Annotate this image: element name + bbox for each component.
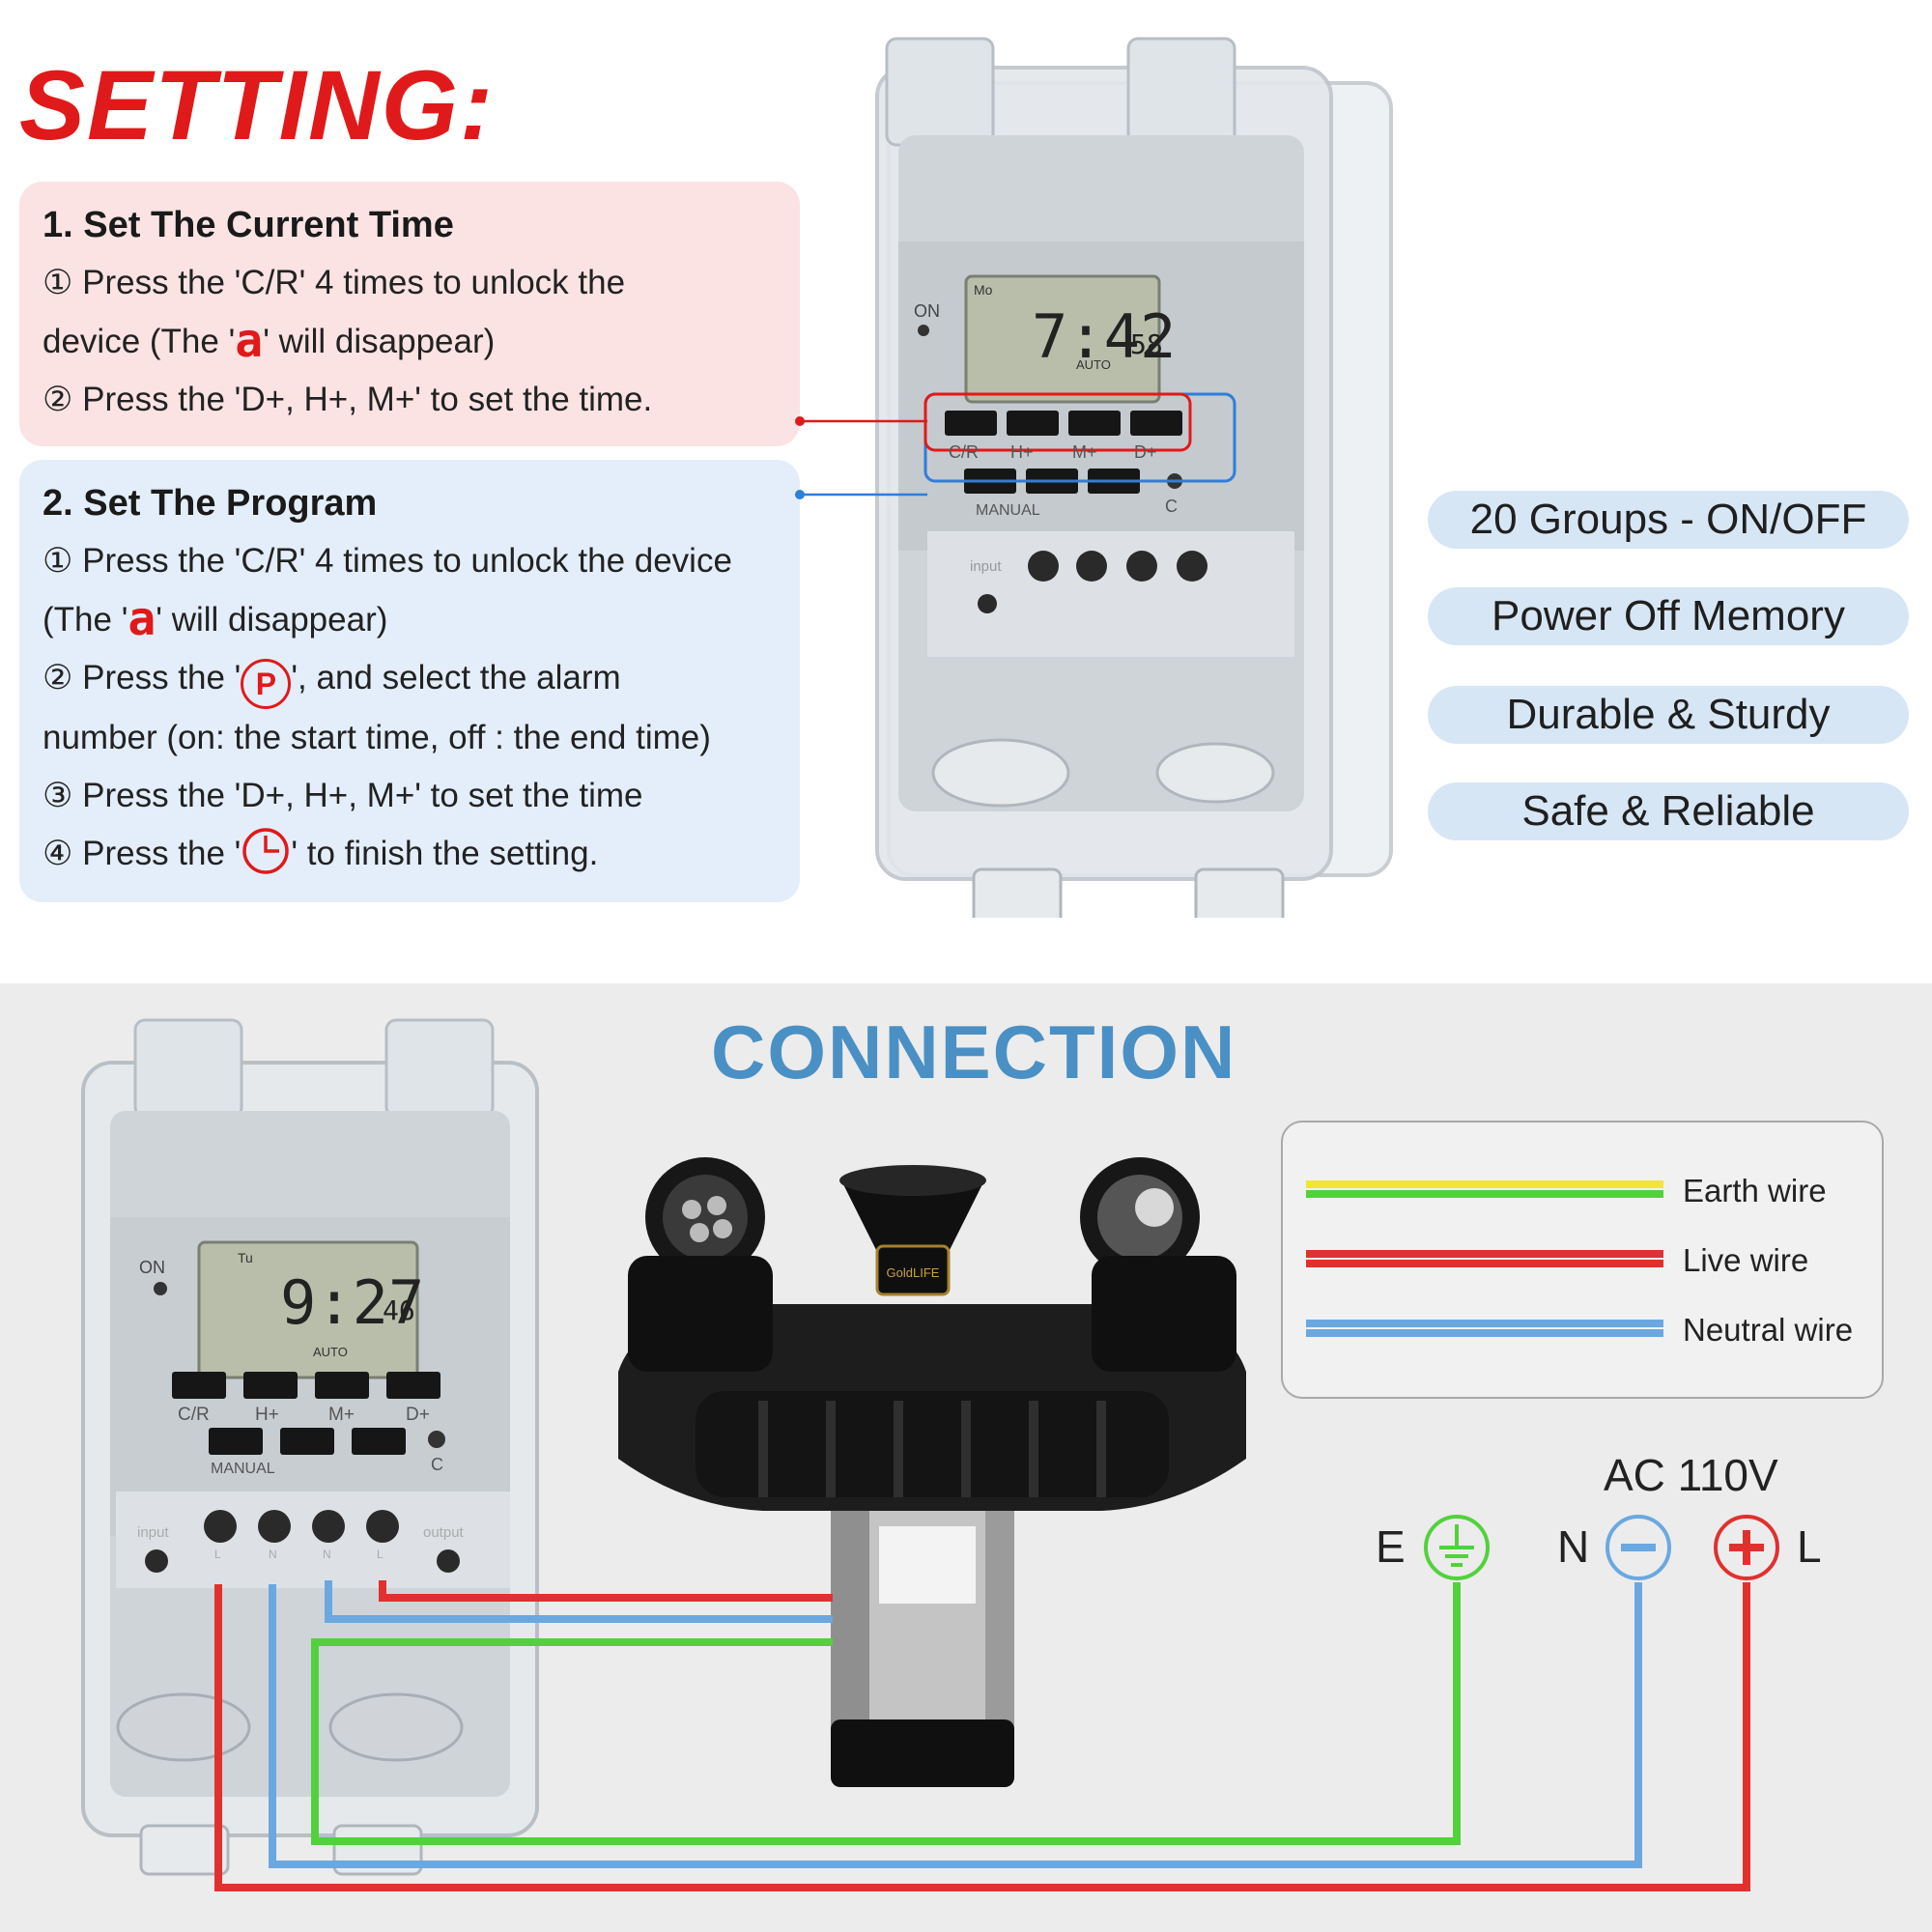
step-text-part: ② Press the ' bbox=[43, 659, 242, 696]
step-text: ③ Press the 'D+, H+, M+' to set the time bbox=[43, 777, 643, 814]
step-text-part: device (The ' bbox=[43, 323, 236, 360]
panel-title: 1. Set The Current Time bbox=[43, 205, 454, 245]
pump-brand-text: GoldLIFE bbox=[887, 1265, 940, 1280]
legend-live-label: Live wire bbox=[1683, 1242, 1809, 1278]
panel-title: 2. Set The Program bbox=[43, 483, 378, 524]
lcd-seconds: 46 bbox=[383, 1294, 415, 1326]
live-plus-icon bbox=[1714, 1515, 1779, 1580]
input-label: input bbox=[137, 1524, 169, 1541]
step-text: ① Press the 'C/R' 4 times to unlock the bbox=[43, 264, 626, 301]
wire-legend: Earth wire Live wire Neutral wire bbox=[1281, 1121, 1884, 1399]
lcd-time: 7:42 bbox=[1032, 301, 1177, 372]
unlock-indicator-icon: a bbox=[235, 314, 264, 368]
step-text-line: ② Press the 'P', and select the alarm bbox=[43, 649, 777, 709]
step-text-line: ④ Press the ' ' to finish the setting. bbox=[43, 825, 777, 883]
button-label-d: D+ bbox=[406, 1405, 430, 1425]
on-label: ON bbox=[914, 301, 940, 321]
legend-swatches bbox=[1306, 1180, 1663, 1337]
lcd-day: Mo bbox=[974, 282, 993, 298]
manual-label: MANUAL bbox=[211, 1461, 275, 1477]
step-text-line: device (The 'a' will disappear) bbox=[43, 312, 777, 371]
ac-supply-label: AC 110V bbox=[1604, 1450, 1778, 1500]
pump-graphic: GoldLIFE bbox=[618, 1157, 1246, 1787]
connection-title: CONNECTION bbox=[711, 1009, 1237, 1094]
step-text-part: ' will disappear) bbox=[263, 323, 496, 360]
lcd-time: 9:27 bbox=[280, 1267, 425, 1338]
step-text-part: ', and select the alarm bbox=[291, 659, 621, 696]
step-text: ① Press the 'C/R' 4 times to unlock the … bbox=[43, 542, 732, 580]
terminal-mark: N bbox=[269, 1548, 277, 1561]
step-text-part: ' to finish the setting. bbox=[291, 835, 599, 872]
program-button-icon: P bbox=[241, 659, 292, 709]
earth-terminal-label: E bbox=[1376, 1521, 1406, 1572]
input-label: input bbox=[970, 558, 1002, 575]
terminal-mark: L bbox=[214, 1548, 221, 1561]
terminal-mark: L bbox=[377, 1548, 384, 1561]
button-label-cr: C/R bbox=[178, 1405, 210, 1425]
lcd-auto: AUTO bbox=[313, 1345, 348, 1359]
timer-enclosure-bottom bbox=[81, 1018, 539, 1876]
button-label-d: D+ bbox=[1134, 442, 1157, 462]
button-label-h: H+ bbox=[1010, 442, 1034, 462]
timer-device-top: ON Mo 7:42 58 AUTO C/R H+ M+ D+ MANUAL C… bbox=[838, 29, 1399, 929]
legend-earth-label: Earth wire bbox=[1683, 1173, 1827, 1208]
unlock-indicator-icon: a bbox=[128, 592, 156, 646]
button-label-m: M+ bbox=[1072, 442, 1097, 462]
neutral-minus-icon bbox=[1605, 1515, 1671, 1580]
set-current-time-panel: 1. Set The Current Time ① Press the 'C/R… bbox=[19, 182, 800, 446]
timer-device-bottom: ON Tu 9:27 46 AUTO C/R H+ M+ D+ MANUAL C… bbox=[77, 1014, 541, 1884]
live-terminal-label: L bbox=[1797, 1521, 1822, 1572]
manual-label: MANUAL bbox=[976, 502, 1040, 519]
timer-enclosure-top bbox=[875, 37, 1393, 929]
clock-icon bbox=[242, 828, 290, 874]
button-label-m: M+ bbox=[328, 1405, 355, 1425]
step-text-part: ' will disappear) bbox=[156, 601, 388, 639]
step-text-part: (The ' bbox=[43, 601, 128, 639]
lcd-day: Tu bbox=[238, 1250, 253, 1265]
terminal-mark: N bbox=[323, 1548, 331, 1561]
feature-pill: Power Off Memory bbox=[1428, 587, 1909, 645]
earth-ground-icon bbox=[1424, 1515, 1490, 1580]
feature-pill: 20 Groups - ON/OFF bbox=[1428, 491, 1909, 549]
callout-lines bbox=[795, 416, 927, 499]
c-label: C bbox=[431, 1455, 443, 1474]
button-label-cr: C/R bbox=[949, 442, 979, 462]
setting-title: SETTING: bbox=[19, 50, 495, 160]
lcd-seconds: 58 bbox=[1130, 328, 1163, 360]
on-label: ON bbox=[139, 1258, 165, 1277]
lcd-auto: AUTO bbox=[1076, 357, 1111, 372]
pump-illustration: GoldLIFE bbox=[599, 1140, 1265, 1816]
feature-pill: Safe & Reliable bbox=[1428, 782, 1909, 840]
button-label-h: H+ bbox=[255, 1405, 279, 1425]
step-text-part: ④ Press the ' bbox=[43, 835, 242, 872]
c-label: C bbox=[1165, 497, 1178, 516]
set-program-panel: 2. Set The Program ① Press the 'C/R' 4 t… bbox=[19, 460, 800, 902]
output-label: output bbox=[423, 1524, 464, 1541]
legend-neutral-label: Neutral wire bbox=[1683, 1312, 1854, 1348]
step-text: number (on: the start time, off : the en… bbox=[43, 719, 711, 756]
feature-pill: Durable & Sturdy bbox=[1428, 686, 1909, 744]
step-text-line: (The 'a' will disappear) bbox=[43, 590, 777, 649]
neutral-terminal-label: N bbox=[1557, 1521, 1590, 1572]
step-text: ② Press the 'D+, H+, M+' to set the time… bbox=[43, 381, 653, 418]
